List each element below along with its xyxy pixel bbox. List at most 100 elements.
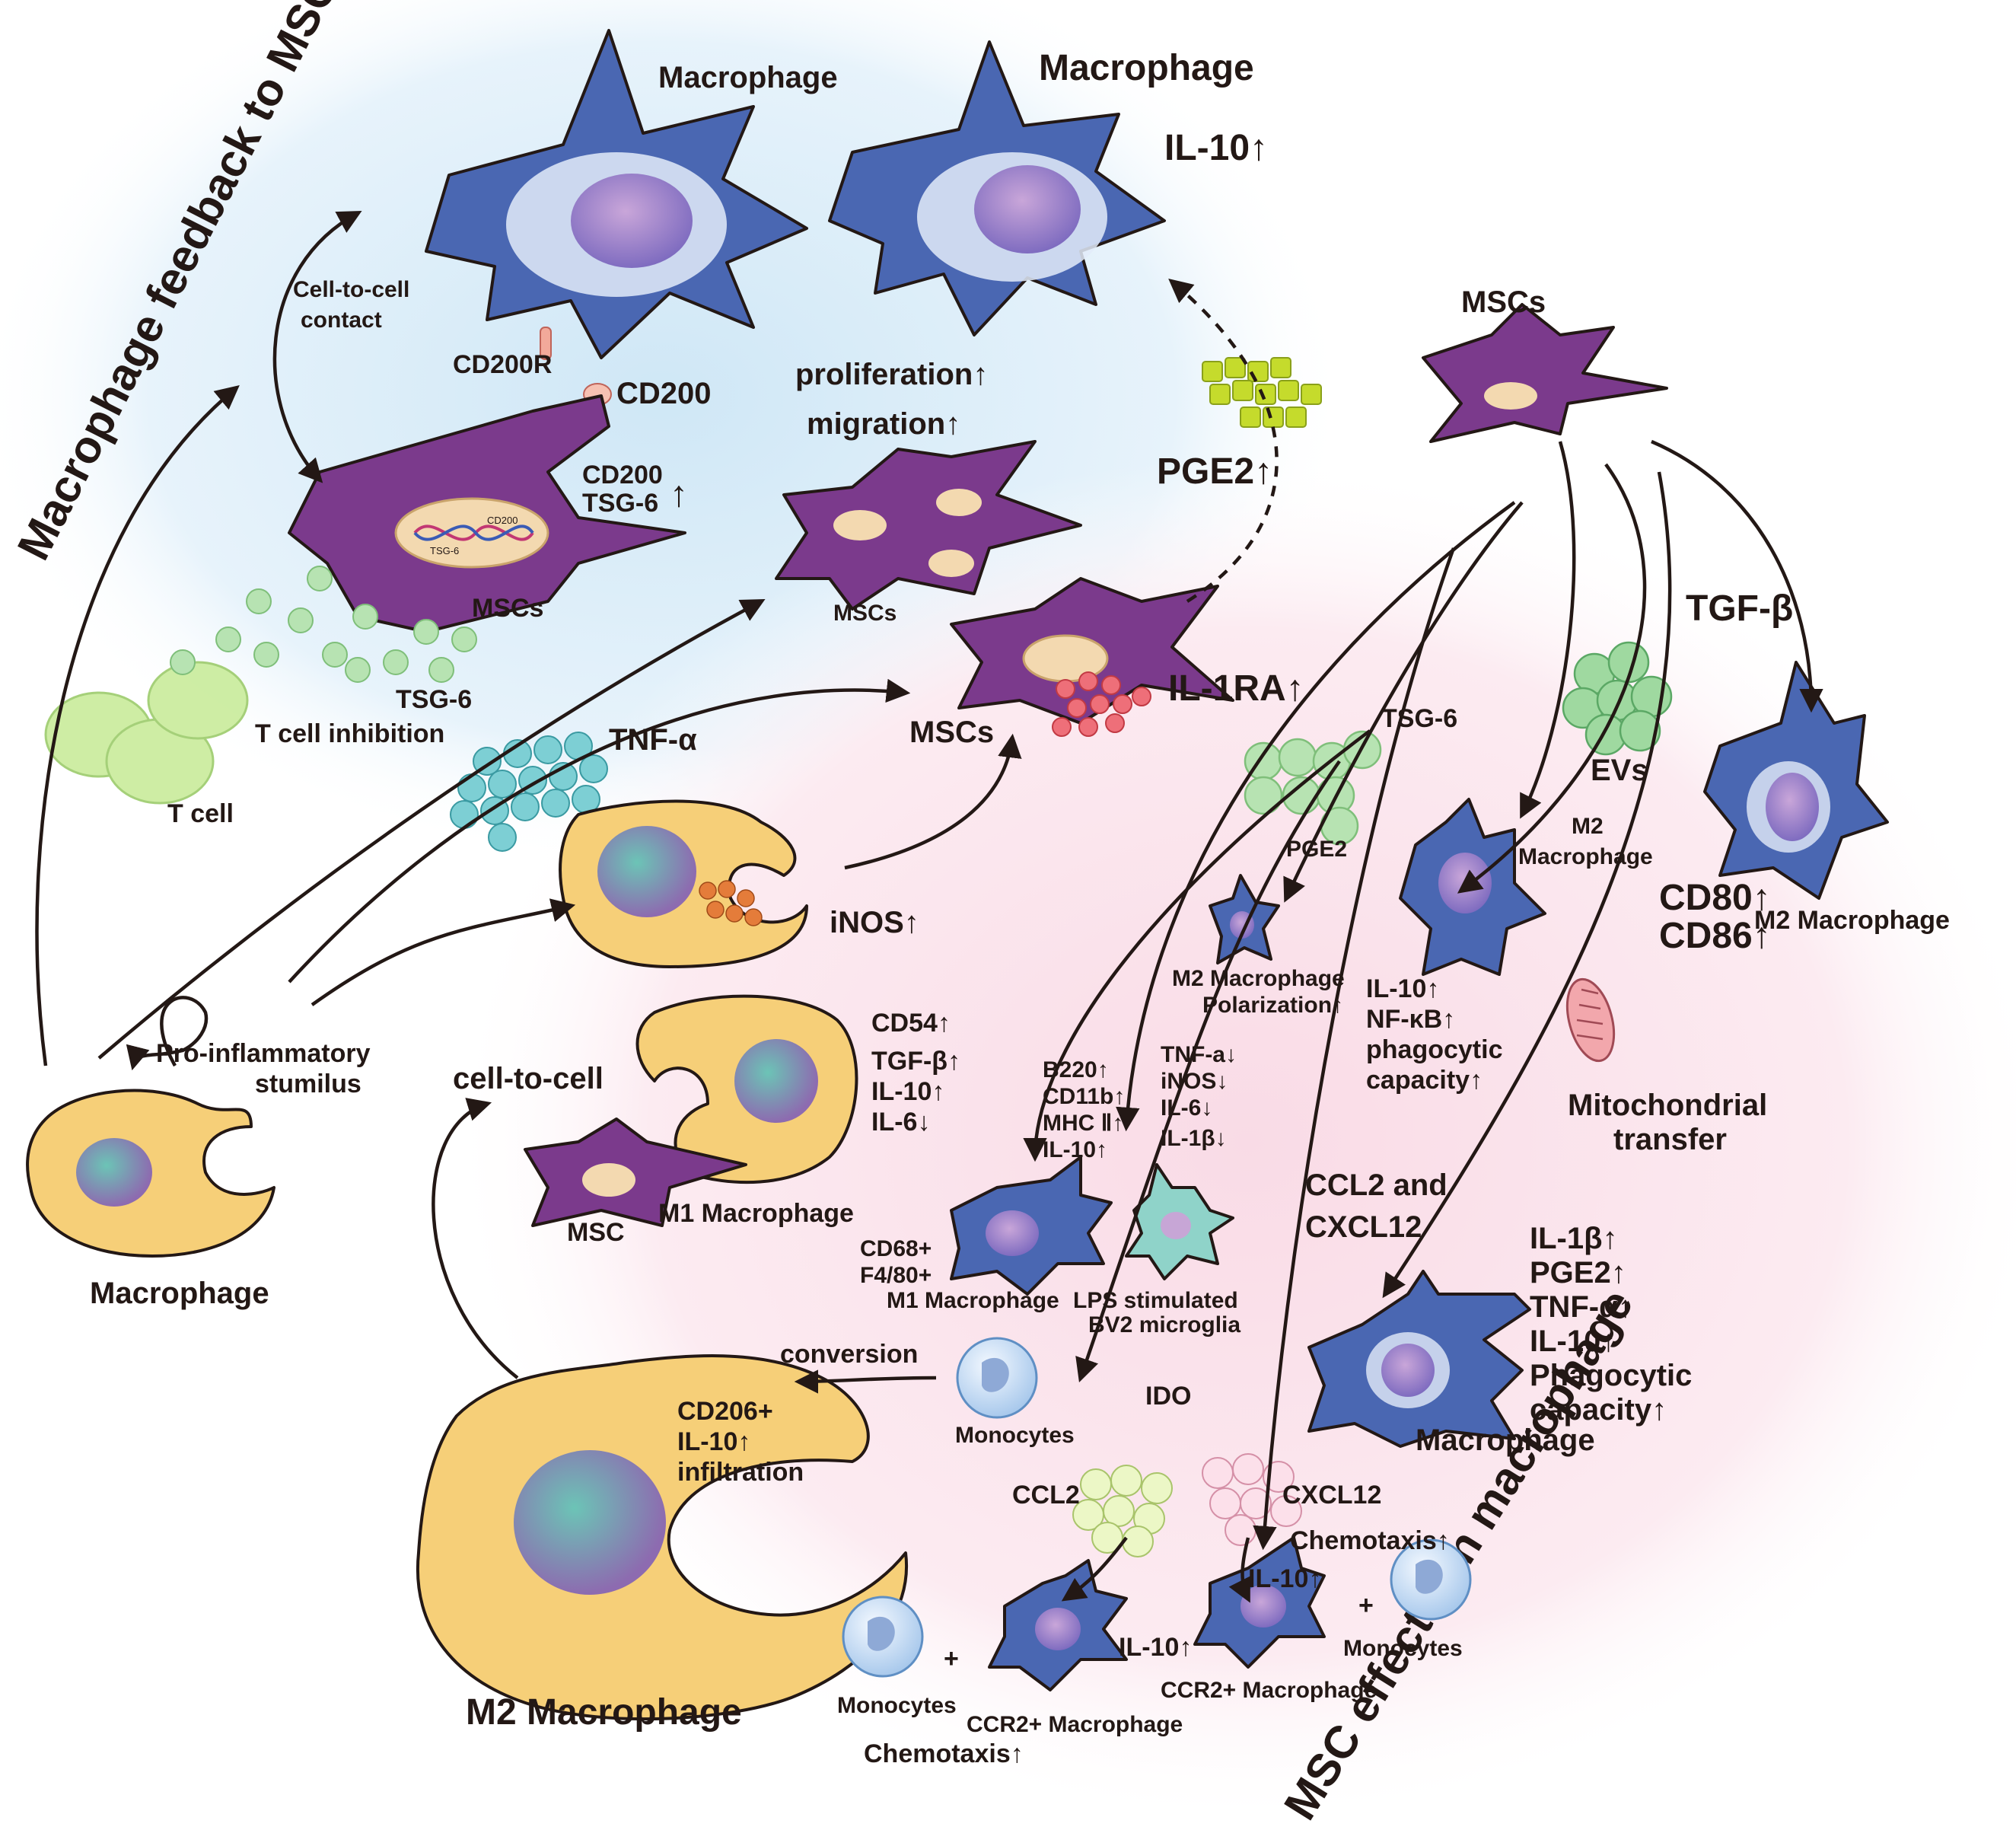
label-m1-macrophage-2: M1 Macrophage	[887, 1288, 1059, 1313]
label-mscs-left: MSCs	[472, 594, 543, 623]
macrophage-bottom-left	[26, 1089, 275, 1258]
macrophage-right-bottom	[1307, 1270, 1531, 1448]
label-tsg6-up: TSG-6	[582, 489, 658, 518]
label-tsg6-left: TSG-6	[396, 685, 472, 714]
label-chemotaxis-bottom: Chemotaxis↑	[864, 1739, 1024, 1768]
label-ido: IDO	[1145, 1382, 1191, 1411]
label-pge2-top: PGE2↑	[1157, 451, 1272, 492]
label-cd206-1: IL-10↑	[677, 1427, 750, 1456]
label-cd206-0: CD206+	[677, 1397, 773, 1426]
label-msc: MSC	[567, 1218, 625, 1247]
label-b220-0: B220↑	[1043, 1057, 1109, 1082]
tnfa-particles	[450, 732, 608, 852]
evs-cluster	[1562, 641, 1673, 756]
arrows	[35, 211, 1823, 1603]
macrophage-top-right	[828, 40, 1166, 336]
label-evs: EVs	[1591, 754, 1648, 787]
label-cd54-3: IL-6↓	[871, 1108, 930, 1137]
label-il10-nfkb-1: IL-10↑	[1366, 974, 1439, 1003]
msc-cluster	[775, 440, 1082, 611]
label-il10-nfkb-2: NF-κB↑	[1366, 1005, 1455, 1034]
labels: Macrophage Macrophage IL-10↑ Cell-to-cel…	[90, 48, 1950, 1768]
label-cell-contact-1: Cell-to-cell	[293, 277, 409, 302]
label-tnf-1: iNOS↓	[1161, 1069, 1228, 1094]
label-m2-polarization-1: M2 Macrophage	[1172, 966, 1345, 991]
label-cell-contact-2: contact	[301, 308, 382, 333]
label-tnfa: TNF-α	[609, 723, 697, 757]
label-il10-nfkb-4: capacity↑	[1366, 1066, 1483, 1095]
svg-text:CD200: CD200	[487, 515, 518, 526]
label-m2-polarization-2: Polarization↑	[1202, 993, 1343, 1018]
pge2-particles	[1202, 357, 1322, 428]
label-mito-1: Mitochondrial	[1568, 1089, 1767, 1122]
label-macrophage-bottom-left: Macrophage	[90, 1277, 269, 1310]
macrophage-top-left	[425, 29, 808, 359]
label-up-arrow-cd200-tsg6: ↑	[670, 474, 688, 515]
effects-region	[449, 457, 2016, 1827]
t-cells	[44, 661, 249, 805]
label-ccl2: CCL2	[1012, 1481, 1080, 1510]
monocyte-bottom-right	[1390, 1538, 1472, 1621]
label-m2-macrophage-right: M2 Macrophage	[1754, 906, 1950, 935]
label-monocytes-b: Monocytes	[1343, 1636, 1463, 1661]
m1-macrophage-blue	[950, 1156, 1113, 1296]
tsg6-particles	[170, 566, 477, 683]
label-mac-list-4: Phagocytic	[1530, 1359, 1692, 1392]
label-f480: F4/80+	[860, 1263, 932, 1288]
label-m2-b: Macrophage	[1518, 844, 1653, 869]
monocyte-bottom-left	[842, 1596, 924, 1678]
label-ccl2-cxcl12-1: CCL2 and	[1305, 1168, 1448, 1202]
label-tgfb: TGF-β	[1686, 588, 1793, 629]
label-lps-1: LPS stimulated	[1073, 1288, 1238, 1313]
ccr2-macrophage-right	[1193, 1536, 1326, 1669]
label-tnf-3: IL-1β↓	[1161, 1126, 1227, 1151]
label-cd80: CD80↑	[1659, 878, 1771, 918]
msc-with-dna: CD200 TSG-6	[288, 394, 686, 633]
label-t-cell: T cell	[167, 799, 234, 828]
label-cd54-2: IL-10↑	[871, 1077, 944, 1106]
label-b220-1: CD11b↑	[1043, 1084, 1125, 1109]
label-il10-nfkb-3: phagocytic	[1366, 1035, 1502, 1064]
label-mac-list-5: capacity↑	[1530, 1393, 1667, 1427]
label-cd200r: CD200R	[453, 350, 552, 379]
label-mito-2: transfer	[1613, 1123, 1727, 1156]
label-tnf-2: IL-6↓	[1161, 1095, 1212, 1121]
label-cell-to-cell: cell-to-cell	[453, 1062, 604, 1095]
msc-il1ra	[950, 577, 1234, 725]
label-mscs-center: MSCs	[909, 716, 994, 749]
label-tnf-0: TNF-a↓	[1161, 1042, 1237, 1067]
label-cd206-2: infiltration	[677, 1458, 804, 1487]
m2-macrophage-right	[1703, 661, 1889, 900]
macrophage-inos	[559, 799, 808, 968]
label-ccl2-cxcl12-2: CXCL12	[1305, 1210, 1422, 1244]
label-mac-list-2: TNF-α↑	[1530, 1290, 1633, 1324]
label-cd200: CD200	[616, 377, 712, 410]
label-il10-top: IL-10↑	[1164, 128, 1268, 168]
label-tsg6-right: TSG-6	[1381, 704, 1457, 733]
label-migration: migration↑	[807, 407, 960, 441]
label-mscs-cluster: MSCs	[833, 601, 897, 626]
label-b220-3: IL-10↑	[1043, 1137, 1107, 1162]
label-ccr2-a: CCR2+ Macrophage	[967, 1712, 1183, 1737]
m1-macrophage-with-msc	[524, 994, 858, 1227]
label-mscs-right: MSCs	[1461, 285, 1546, 319]
label-m1-macrophage: M1 Macrophage	[658, 1199, 854, 1228]
cd200r-receptor	[540, 327, 552, 360]
label-m2-a: M2	[1572, 814, 1604, 839]
label-cd200-up: CD200	[582, 461, 663, 489]
label-mac-list-0: IL-1β↑	[1530, 1222, 1618, 1255]
ccl2-particles	[1072, 1465, 1173, 1557]
label-macrophage-top-left: Macrophage	[658, 61, 838, 94]
label-ccr2-b: CCR2+ Macrophage	[1161, 1678, 1377, 1703]
monocyte-conversion	[956, 1337, 1038, 1419]
label-macrophage-right-bottom: Macrophage	[1416, 1424, 1595, 1457]
msc-top-right	[1422, 303, 1668, 443]
label-b220-2: MHC Ⅱ↑	[1043, 1111, 1123, 1136]
label-mac-list-1: PGE2↑	[1530, 1256, 1626, 1290]
label-cd54-0: CD54↑	[871, 1009, 951, 1038]
m2-macrophage-big	[416, 1354, 909, 1721]
label-il10-a: IL-10↑	[1119, 1633, 1192, 1662]
label-m2-macrophage-big: M2 Macrophage	[466, 1692, 742, 1733]
label-inos: iNOS↑	[830, 906, 919, 939]
